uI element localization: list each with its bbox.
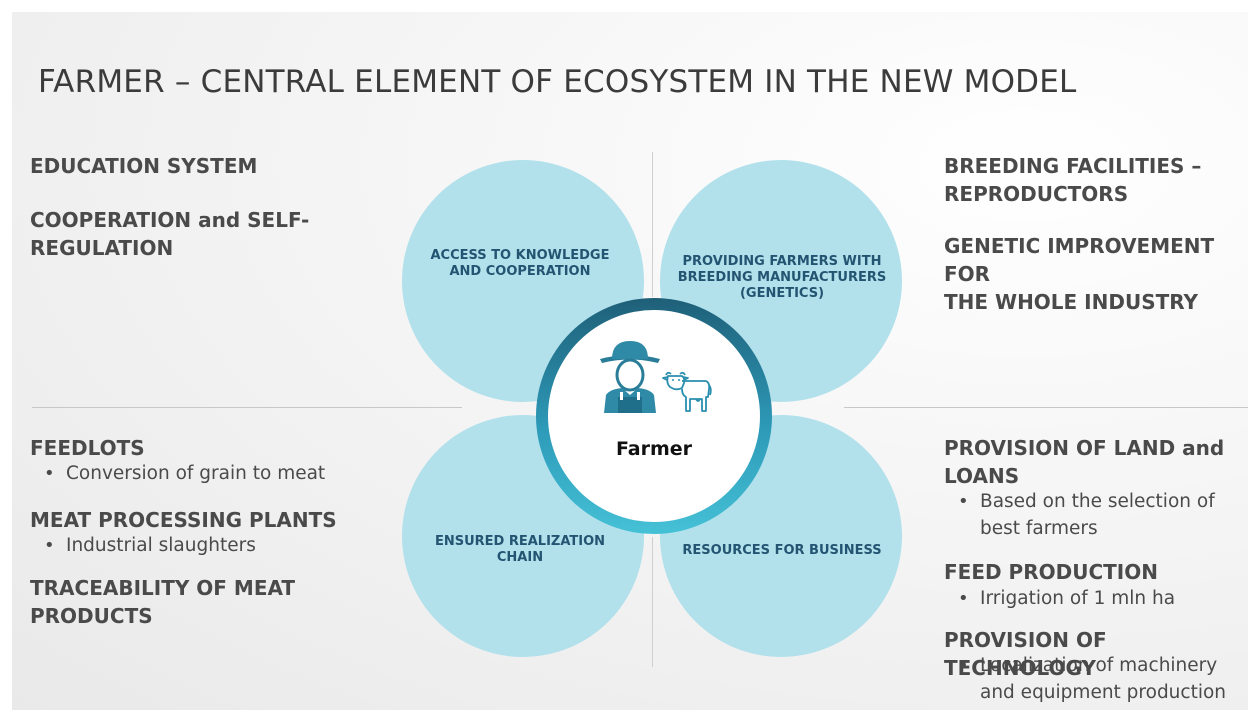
heading-genetic-improvement: GENETIC IMPROVEMENT FOR THE WHOLE INDUST… — [944, 232, 1248, 316]
heading-line: PROVISION OF LAND and — [944, 436, 1225, 460]
heading-education-system: EDUCATION SYSTEM — [30, 154, 258, 178]
petal-label-line: RESOURCES FOR BUSINESS — [682, 543, 882, 558]
farmer-icon — [600, 341, 660, 413]
petal-label-resources: RESOURCES FOR BUSINESS — [668, 543, 896, 559]
heading-cooperation: COOPERATION and SELF- REGULATION — [30, 206, 309, 262]
divider-bottom — [652, 537, 653, 667]
heading-line: REGULATION — [30, 236, 174, 260]
center-label: Farmer — [615, 438, 693, 460]
center-disc — [548, 310, 760, 522]
bullet-dot: • — [44, 463, 55, 484]
petal-label-line: (GENETICS) — [739, 286, 825, 301]
heading-line: LOANS — [944, 464, 1020, 488]
heading-line: TRACEABILITY OF MEAT — [30, 576, 296, 600]
petal-label-line: ACCESS TO KNOWLEDGE — [430, 248, 610, 263]
bullet-dot: • — [44, 535, 55, 556]
bullet-text: Irrigation of 1 mln ha — [980, 588, 1176, 609]
petal-label-genetics: PROVIDING FARMERS WITH BREEDING MANUFACT… — [668, 254, 896, 302]
bullet-dot: • — [958, 655, 969, 676]
heading-line: BREEDING FACILITIES – — [944, 154, 1202, 178]
slide-title: FARMER – CENTRAL ELEMENT OF ECOSYSTEM IN… — [38, 64, 1077, 100]
slide: FARMER – CENTRAL ELEMENT OF ECOSYSTEM IN… — [12, 12, 1248, 710]
heading-meat-processing: MEAT PROCESSING PLANTS — [30, 508, 337, 532]
bullet-text: Conversion of grain to meat — [66, 463, 326, 484]
bullet-text: best farmers — [980, 518, 1098, 539]
heading-feedlots: FEEDLOTS — [30, 436, 145, 460]
petal-label-realization: ENSURED REALIZATION CHAIN — [410, 534, 630, 566]
bullet-text: Based on the selection of — [980, 491, 1215, 512]
bullet-land-loans: • Based on the selection of best farmers — [958, 488, 1215, 542]
heading-land-loans: PROVISION OF LAND and LOANS — [944, 434, 1224, 490]
heading-line: THE WHOLE INDUSTRY — [944, 290, 1199, 314]
divider-left — [32, 407, 462, 408]
petal-label-knowledge: ACCESS TO KNOWLEDGE AND COOPERATION — [410, 248, 630, 280]
heading-line: GENETIC IMPROVEMENT FOR — [944, 234, 1215, 286]
divider-top — [652, 152, 653, 297]
heading-line: REPRODUCTORS — [944, 182, 1129, 206]
divider-right — [844, 407, 1248, 408]
bullet-provision-technology: • Localization of machinery and equipmen… — [958, 652, 1226, 706]
bullet-feedlots: • Conversion of grain to meat — [44, 460, 325, 487]
bullet-meat-processing: • Industrial slaughters — [44, 532, 256, 559]
heading-traceability: TRACEABILITY OF MEAT PRODUCTS — [30, 574, 295, 630]
bullet-dot: • — [958, 588, 969, 609]
bullet-text: and equipment production — [980, 682, 1227, 703]
petal-label-line: BREEDING MANUFACTURERS — [677, 270, 887, 285]
petal-label-line: PROVIDING FARMERS WITH — [682, 254, 882, 269]
cow-icon — [662, 371, 712, 412]
petal-label-line: ENSURED REALIZATION — [434, 534, 606, 549]
bullet-feed-production: • Irrigation of 1 mln ha — [958, 585, 1175, 612]
heading-breeding-facilities: BREEDING FACILITIES – REPRODUCTORS — [944, 152, 1201, 208]
petal-label-line: AND COOPERATION — [449, 264, 591, 279]
bullet-text: Industrial slaughters — [66, 535, 256, 556]
heading-feed-production: FEED PRODUCTION — [944, 560, 1158, 584]
heading-line: PRODUCTS — [30, 604, 153, 628]
bullet-dot: • — [958, 491, 969, 512]
petal-label-line: CHAIN — [496, 550, 544, 565]
heading-provision-technology: PROVISION OF TECHNOLOGY — [944, 628, 1107, 680]
bullet-text: Localization of machinery — [980, 655, 1218, 676]
heading-line: COOPERATION and SELF- — [30, 208, 310, 232]
